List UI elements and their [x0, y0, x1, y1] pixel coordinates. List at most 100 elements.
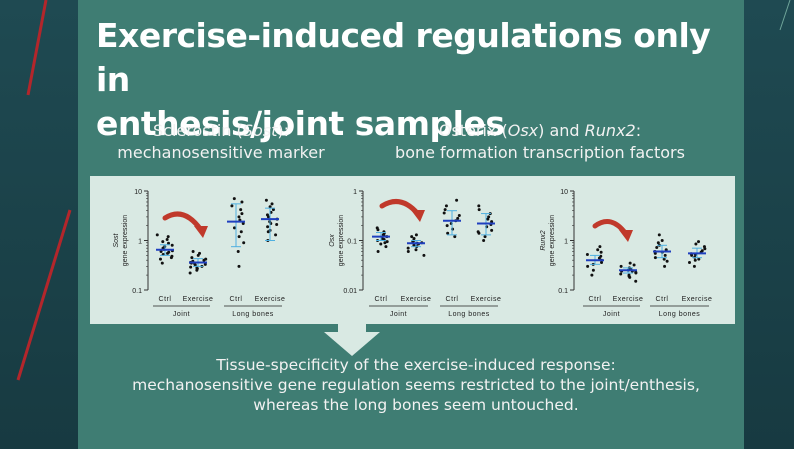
- data-point: [590, 273, 594, 277]
- data-point: [585, 253, 589, 257]
- data-point: [628, 261, 632, 265]
- data-point: [694, 242, 698, 246]
- data-point: [444, 204, 448, 208]
- data-point: [656, 241, 660, 245]
- slide-title: Exercise-induced regulations only in ent…: [96, 14, 736, 146]
- subtitle-sost-line-2: mechanosensitive marker: [117, 143, 325, 162]
- group-label: Long bones: [659, 311, 701, 318]
- data-point: [230, 204, 234, 208]
- data-point: [451, 227, 455, 231]
- data-point: [239, 208, 243, 212]
- group-label: Joint: [173, 311, 190, 318]
- data-point: [410, 235, 414, 239]
- conclusion-line-2: mechanosensitive gene regulation seems r…: [132, 376, 700, 394]
- data-point: [170, 243, 174, 247]
- data-point: [379, 242, 383, 246]
- x-tick-label: Ctrl: [375, 296, 388, 303]
- data-point: [189, 265, 193, 269]
- data-point: [619, 264, 623, 268]
- data-point: [697, 240, 701, 244]
- group-label: Joint: [390, 311, 407, 318]
- data-point: [203, 262, 207, 266]
- y-axis-label: gene expression: [549, 215, 556, 266]
- data-point: [693, 258, 697, 262]
- data-point: [385, 240, 389, 244]
- data-point: [242, 241, 246, 245]
- data-point: [232, 226, 236, 230]
- subtitle-osx-line-2: bone formation transcription factors: [395, 143, 685, 162]
- trend-arrow-head: [194, 226, 208, 238]
- data-point: [274, 233, 278, 237]
- x-tick-label: Ctrl: [159, 296, 172, 303]
- title-line-1: Exercise-induced regulations only in: [96, 16, 711, 99]
- data-point: [477, 204, 481, 208]
- data-point: [632, 263, 636, 267]
- data-point: [270, 202, 274, 206]
- subtitle-sost: Sclerostin (Sost): mechanosensitive mark…: [96, 120, 346, 164]
- x-tick-label: Exercise: [682, 296, 713, 303]
- x-tick-label: Exercise: [183, 296, 214, 303]
- data-point: [265, 213, 269, 217]
- data-point: [169, 256, 173, 260]
- data-point: [384, 245, 388, 249]
- data-point: [476, 230, 480, 234]
- plots-panel: [90, 176, 735, 324]
- data-point: [586, 264, 590, 268]
- y-tick-label: 1: [353, 189, 357, 196]
- data-point: [158, 257, 162, 261]
- data-point: [660, 239, 664, 242]
- x-tick-label: Exercise: [471, 296, 502, 303]
- data-point: [700, 249, 704, 253]
- y-tick-label: 0.1: [347, 239, 357, 246]
- group-label: Long bones: [232, 311, 274, 318]
- x-tick-label: Ctrl: [446, 296, 459, 303]
- x-tick-label: Ctrl: [589, 296, 602, 303]
- data-point: [619, 272, 623, 276]
- data-point: [490, 228, 494, 232]
- x-tick-label: Ctrl: [656, 296, 669, 303]
- y-tick-label: 1: [564, 239, 568, 246]
- data-point: [240, 200, 244, 204]
- data-point: [198, 251, 202, 255]
- data-point: [443, 208, 447, 212]
- subtitle-sost-line-1: Sclerostin (Sost):: [153, 121, 289, 140]
- data-point: [275, 223, 279, 227]
- data-point: [490, 220, 494, 224]
- data-point: [662, 257, 666, 261]
- data-point: [453, 235, 457, 239]
- data-point: [195, 266, 199, 270]
- data-point: [237, 235, 241, 239]
- data-point: [446, 231, 450, 235]
- red-line-bottom: [16, 209, 72, 381]
- y-tick-label: 0.01: [343, 288, 357, 295]
- y-axis-gene-label: Sost: [113, 232, 120, 247]
- data-point: [241, 222, 245, 226]
- data-point: [161, 240, 165, 244]
- data-point: [239, 230, 243, 234]
- data-point: [663, 253, 667, 257]
- data-point: [657, 233, 661, 237]
- title-line-2: enthesis/joint samples: [96, 104, 505, 143]
- data-point: [456, 216, 460, 220]
- data-point: [237, 215, 241, 219]
- conclusion-text: Tissue-specificity of the exercise-induc…: [96, 355, 736, 415]
- data-point: [236, 249, 240, 253]
- data-point: [166, 235, 170, 239]
- data-point: [383, 241, 387, 245]
- conclusion-line-1: Tissue-specificity of the exercise-induc…: [216, 356, 616, 374]
- data-point: [232, 197, 236, 201]
- data-point: [687, 260, 691, 264]
- data-point: [455, 198, 459, 202]
- data-point: [422, 253, 426, 257]
- data-point: [160, 261, 164, 265]
- data-point: [271, 208, 275, 212]
- y-axis-label: gene expression: [338, 215, 345, 266]
- data-point: [596, 248, 600, 252]
- data-point: [591, 268, 595, 272]
- data-point: [442, 211, 446, 215]
- data-point: [406, 249, 410, 253]
- data-point: [634, 279, 638, 283]
- data-point: [634, 270, 638, 274]
